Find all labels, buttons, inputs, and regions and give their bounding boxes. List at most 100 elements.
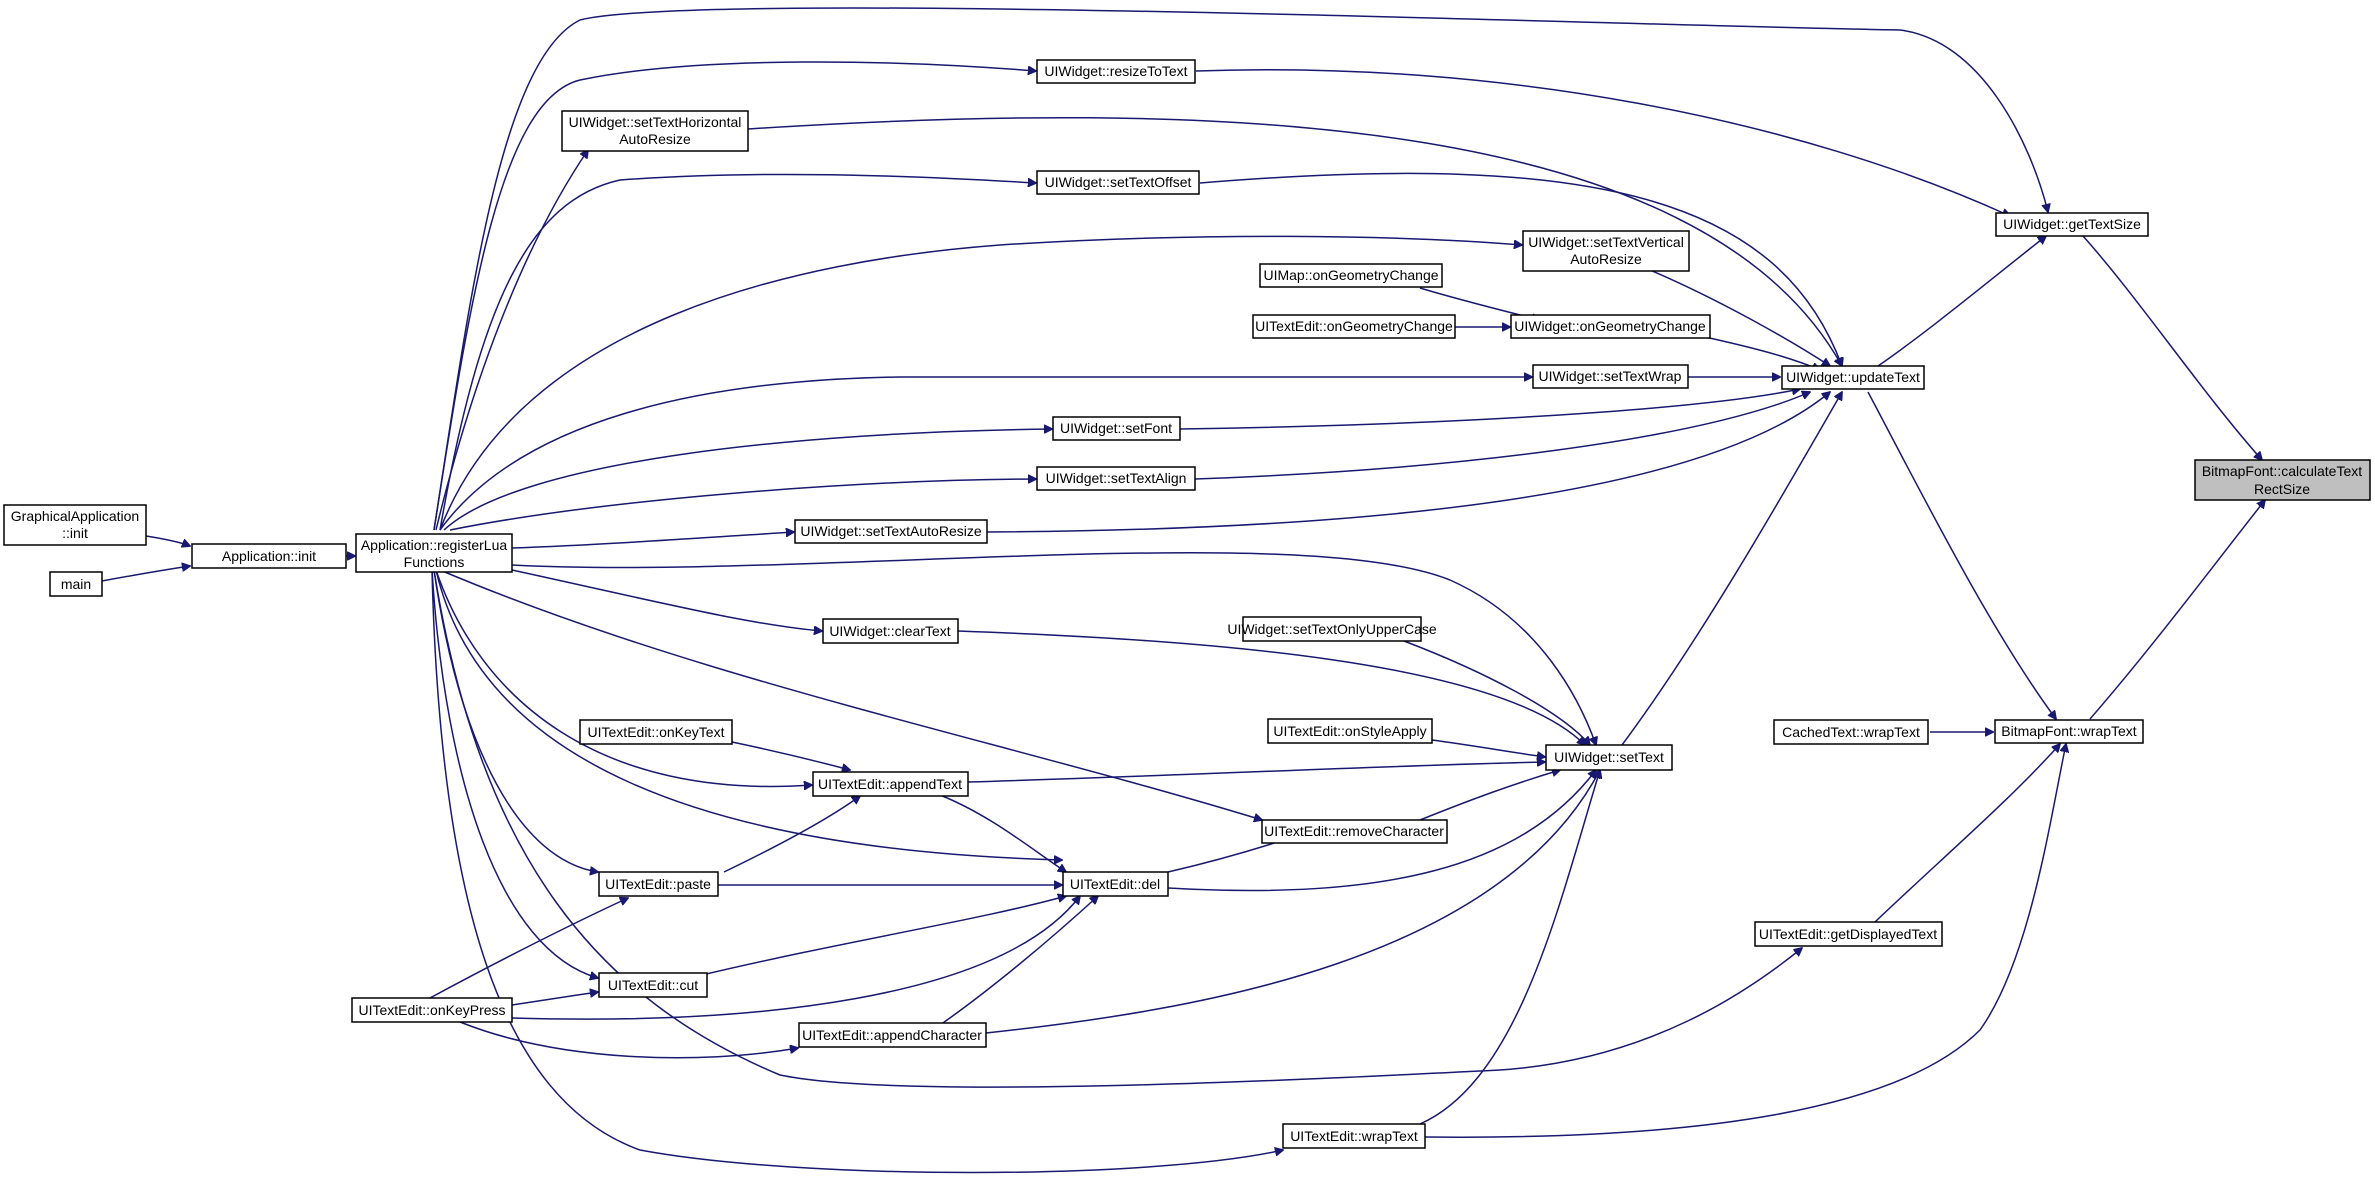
- node-label: UITextEdit::onGeometryChange: [1255, 318, 1453, 334]
- node-label: UIWidget::getTextSize: [2003, 216, 2141, 232]
- node-uitextedit-removecharacter[interactable]: UITextEdit::removeCharacter: [1261, 819, 1448, 844]
- node-label: Application::registerLua: [361, 537, 508, 553]
- node-uiwidget-gettextsize[interactable]: UIWidget::getTextSize: [1995, 212, 2149, 237]
- edge-cut-to-del: [701, 896, 1066, 976]
- node-label: UITextEdit::appendCharacter: [802, 1027, 982, 1043]
- edge-appendCharacter-to-del: [939, 896, 1098, 1026]
- node-uitextedit-getdisplayedtext[interactable]: UITextEdit::getDisplayedText: [1754, 921, 1943, 947]
- node-main[interactable]: main: [49, 571, 103, 597]
- node-bitmapfont-wraptext[interactable]: BitmapFont::wrapText: [1994, 719, 2144, 744]
- node-label: UIWidget::setTextOffset: [1045, 174, 1192, 190]
- node-uitextedit-cut[interactable]: UITextEdit::cut: [598, 972, 708, 998]
- edge-editWrapText-to-bitmapWrapText: [1424, 744, 2066, 1138]
- node-uitextedit-wraptext[interactable]: UITextEdit::wrapText: [1282, 1123, 1426, 1149]
- node-label: UITextEdit::wrapText: [1290, 1128, 1418, 1144]
- edge-setTextVAuto-to-updateText: [1649, 269, 1830, 366]
- edge-registerLua-to-cut: [431, 569, 598, 978]
- node-uiwidget-ongeometrychange[interactable]: UIWidget::onGeometryChange: [1510, 314, 1711, 339]
- edge-registerLua-to-removeCharacter: [439, 569, 1262, 820]
- node-uitextedit-appendtext[interactable]: UITextEdit::appendText: [812, 771, 969, 797]
- node-uitextedit-paste[interactable]: UITextEdit::paste: [598, 871, 719, 897]
- edge-registerLua-to-resizeToText: [433, 61, 1036, 531]
- node-uiwidget-settextverticalautoresize[interactable]: UIWidget::setTextVertical AutoResize: [1522, 230, 1690, 272]
- node-label: UIWidget::setTextOnlyUpperCase: [1227, 621, 1437, 637]
- node-graphicalapplication-init[interactable]: GraphicalApplication ::init: [3, 504, 147, 546]
- edge-onKeyPress-to-paste: [429, 898, 628, 999]
- node-uitextedit-appendcharacter[interactable]: UITextEdit::appendCharacter: [798, 1022, 987, 1048]
- node-label: UITextEdit::onStyleApply: [1273, 723, 1426, 739]
- node-label: UIWidget::setTextWrap: [1539, 368, 1682, 384]
- node-label: UITextEdit::paste: [605, 876, 711, 892]
- node-label: UIWidget::setText: [1554, 749, 1664, 765]
- node-uiwidget-resizetotext[interactable]: UIWidget::resizeToText: [1036, 59, 1196, 84]
- node-label: AutoResize: [619, 131, 691, 147]
- node-uiwidget-settext[interactable]: UIWidget::setText: [1545, 744, 1673, 771]
- node-uitextedit-onstyleapply[interactable]: UITextEdit::onStyleApply: [1267, 718, 1433, 744]
- node-label: UITextEdit::removeCharacter: [1264, 823, 1444, 839]
- edge-graphicalInit-to-appInit: [145, 535, 190, 546]
- node-label: Functions: [404, 554, 465, 570]
- node-cachedtext-wraptext[interactable]: CachedText::wrapText: [1773, 719, 1929, 745]
- edge-setTextAutoResize-to-updateText: [986, 392, 1830, 533]
- node-bitmapfont-calculatetextrectsize[interactable]: BitmapFont::calculateText RectSize: [2194, 459, 2371, 501]
- node-label: UIWidget::setTextAlign: [1046, 470, 1187, 486]
- node-uiwidget-updatetext[interactable]: UIWidget::updateText: [1781, 365, 1925, 390]
- node-label: UIWidget::clearText: [829, 623, 950, 639]
- edge-setTextOnlyUpper-to-setText: [1403, 640, 1590, 745]
- node-uitextedit-onkeypress[interactable]: UITextEdit::onKeyPress: [351, 997, 513, 1023]
- node-application-registerluafunctions[interactable]: Application::registerLua Functions: [355, 533, 513, 573]
- node-uiwidget-settextwrap[interactable]: UIWidget::setTextWrap: [1532, 364, 1689, 389]
- edge-setTextHAuto-to-updateText: [747, 116, 1842, 366]
- node-uiwidget-cleartext[interactable]: UIWidget::clearText: [822, 618, 959, 644]
- edge-registerLua-to-getTextSize: [433, 7, 2048, 531]
- edge-resizeToText-to-getTextSize: [1195, 68, 2010, 216]
- node-uimap-ongeometrychange[interactable]: UIMap::onGeometryChange: [1259, 263, 1443, 288]
- node-label: UIWidget::setTextAutoResize: [800, 523, 982, 539]
- node-label: UIWidget::setTextVertical: [1528, 234, 1684, 250]
- edge-registerLua-to-paste: [433, 569, 598, 872]
- edge-onStyleApply-to-setText: [1431, 739, 1545, 757]
- edge-widgetOnGeom-to-updateText: [1704, 336, 1820, 370]
- edge-registerLua-to-del: [435, 569, 1062, 860]
- node-uitextedit-ongeometrychange[interactable]: UITextEdit::onGeometryChange: [1252, 314, 1456, 339]
- edge-onKeyText-to-appendText: [731, 741, 850, 770]
- node-label: UITextEdit::del: [1070, 876, 1160, 892]
- node-application-init[interactable]: Application::init: [191, 543, 347, 569]
- node-uiwidget-settexthorizontalautoresize[interactable]: UIWidget::setTextHorizontal AutoResize: [561, 110, 749, 152]
- svg-text:RectSize: RectSize: [2254, 481, 2310, 497]
- node-label: CachedText::wrapText: [1782, 724, 1920, 740]
- edge-updateText-to-getTextSize: [1877, 236, 2046, 367]
- node-label: UITextEdit::appendText: [818, 776, 962, 792]
- node-uiwidget-settextalign[interactable]: UIWidget::setTextAlign: [1036, 466, 1196, 491]
- node-uitextedit-del[interactable]: UITextEdit::del: [1062, 871, 1169, 897]
- edge-removeCharacter-to-setText: [1419, 770, 1560, 821]
- edge-registerLua-to-setFont: [443, 429, 1052, 531]
- node-label: BitmapFont::wrapText: [2001, 723, 2136, 739]
- edge-setTextAlign-to-updateText: [1194, 392, 1810, 480]
- edge-registerLua-to-appendText: [435, 569, 812, 786]
- node-label: UIMap::onGeometryChange: [1263, 267, 1438, 283]
- node-uitextedit-onkeytext[interactable]: UITextEdit::onKeyText: [579, 719, 733, 745]
- edge-onKeyPress-to-appendCharacter: [459, 1021, 798, 1059]
- svg-text:BitmapFont::calculateText: BitmapFont::calculateText: [2202, 463, 2362, 479]
- edge-getDisplayedText-to-bitmapWrapText: [1874, 744, 2060, 923]
- node-label: BitmapFont::calculateText: [2202, 463, 2362, 479]
- edge-registerLua-to-clearText: [511, 569, 822, 631]
- edge-getTextSize-to-calcTextRectSize: [2082, 235, 2262, 460]
- nodes: BitmapFont::calculateText RectSize UIWid…: [3, 59, 2371, 1149]
- edge-registerLua-to-setTextWrap: [439, 377, 1532, 531]
- edge-clearText-to-setText: [957, 630, 1585, 745]
- edge-registerLua-to-editWrapText: [431, 569, 1283, 1174]
- node-uiwidget-settextonlyuppercase[interactable]: UIWidget::setTextOnlyUpperCase: [1227, 616, 1437, 642]
- node-uiwidget-settextautoresize[interactable]: UIWidget::setTextAutoResize: [794, 519, 988, 544]
- node-uiwidget-setfont[interactable]: UIWidget::setFont: [1052, 416, 1181, 441]
- edge-del-to-setText: [1167, 770, 1596, 892]
- edge-onKeyPress-to-del: [511, 896, 1080, 1020]
- node-label: UIWidget::updateText: [1786, 369, 1920, 385]
- node-label: RectSize: [2254, 481, 2310, 497]
- edge-registerLua-to-setTextOffset: [439, 173, 1036, 531]
- node-uiwidget-settextoffset[interactable]: UIWidget::setTextOffset: [1036, 170, 1200, 195]
- node-label: UITextEdit::cut: [608, 977, 698, 993]
- node-label: UIWidget::resizeToText: [1044, 63, 1187, 79]
- edge-registerLua-to-setTextVAuto: [439, 235, 1522, 531]
